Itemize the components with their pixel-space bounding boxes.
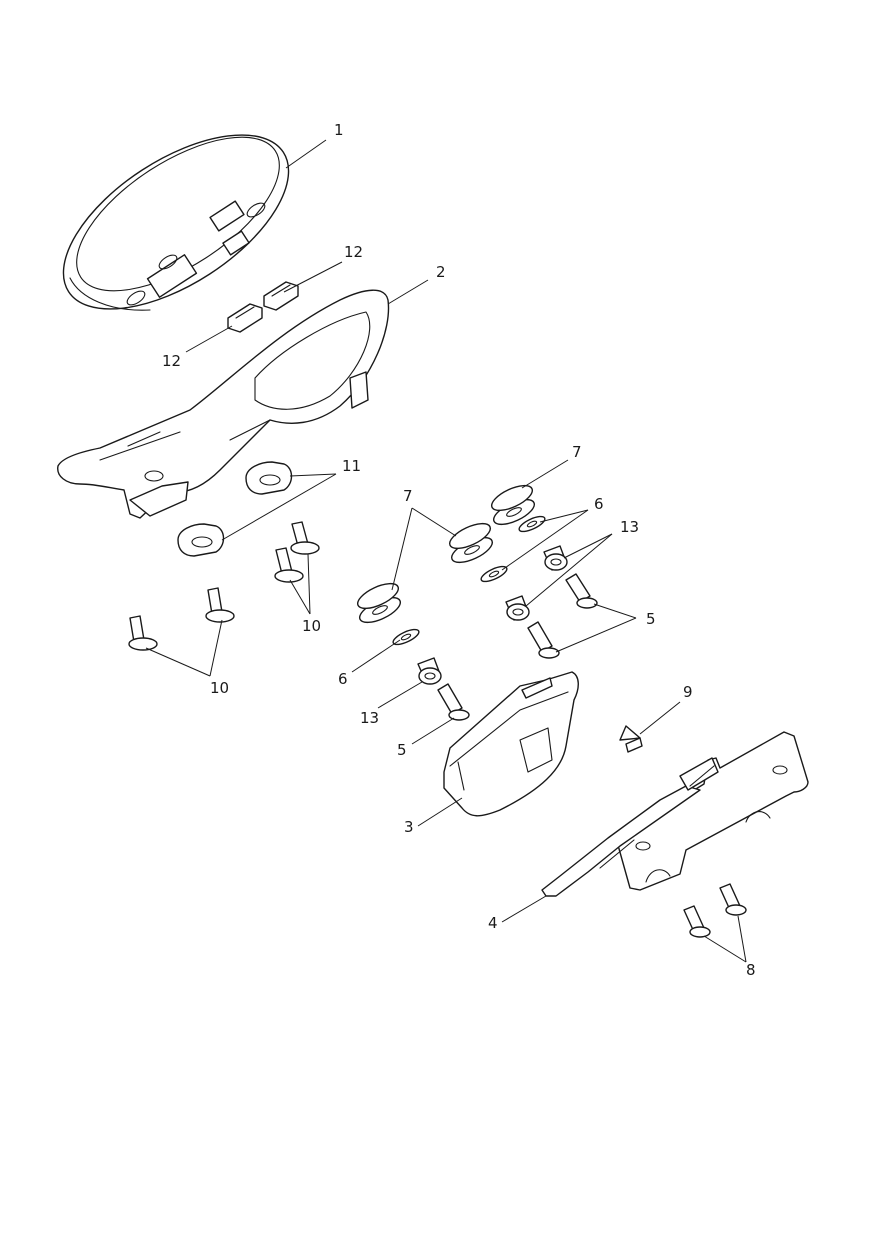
callout-5: 5 <box>397 741 407 759</box>
callout-10: 10 <box>302 617 321 635</box>
part-4-lower-bracket <box>541 731 809 897</box>
part-6-washer <box>392 628 420 646</box>
leader-lines <box>145 139 747 963</box>
part-13-spacer <box>505 595 530 621</box>
part-13-spacer <box>417 657 442 685</box>
part-11-grommet <box>177 523 225 557</box>
part-5-bolt <box>527 621 560 659</box>
callout-6: 6 <box>338 670 348 688</box>
part-12-clip <box>263 281 299 311</box>
part-12-clip <box>227 303 263 333</box>
callout-10: 10 <box>210 679 229 697</box>
callout-12: 12 <box>162 352 181 370</box>
part-6-washer <box>480 565 508 583</box>
callout-8: 8 <box>746 961 756 979</box>
part-3-cover <box>443 671 579 817</box>
callout-2: 2 <box>436 263 446 281</box>
part-6-washer <box>518 515 546 533</box>
callout-11: 11 <box>342 457 361 475</box>
part-10-screw <box>128 615 158 651</box>
part-11-grommet <box>245 461 293 495</box>
part-10-screw <box>290 521 320 555</box>
callout-7: 7 <box>403 487 413 505</box>
part-5-bolt <box>565 573 598 609</box>
part-13-spacer <box>543 545 568 571</box>
callout-12: 12 <box>344 243 363 261</box>
callout-5: 5 <box>646 610 656 628</box>
callout-labels: 1 2 3 4 5 5 6 6 7 7 8 9 10 10 11 12 12 1… <box>162 121 756 979</box>
part-9-clip <box>619 725 643 753</box>
part-5-bolt <box>437 683 470 721</box>
callout-9: 9 <box>683 683 693 701</box>
part-8-screw <box>719 883 747 916</box>
callout-7: 7 <box>572 443 582 461</box>
part-10-screw <box>205 587 235 623</box>
callout-1: 1 <box>334 121 344 139</box>
callout-3: 3 <box>404 818 414 836</box>
callout-6: 6 <box>594 495 604 513</box>
part-7-damper <box>491 484 535 526</box>
part-10-screw <box>274 547 304 583</box>
part-7-damper <box>357 582 401 624</box>
callout-4: 4 <box>488 914 498 932</box>
part-2-mounting-bracket <box>57 289 390 519</box>
part-7-damper <box>449 522 493 564</box>
part-1-instrument-housing <box>62 134 290 311</box>
callout-13: 13 <box>360 709 379 727</box>
callout-13: 13 <box>620 518 639 536</box>
part-8-screw <box>683 905 711 938</box>
